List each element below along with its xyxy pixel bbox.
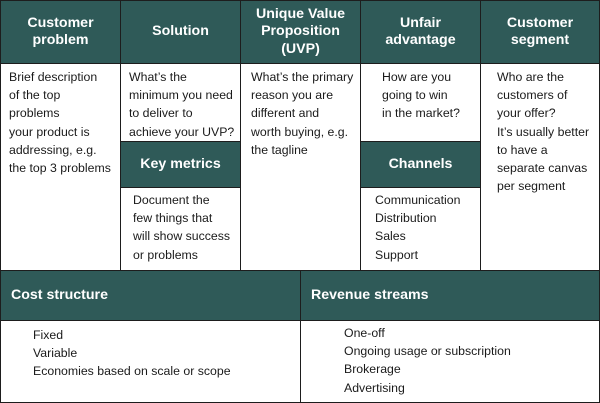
key-metrics-title: Key metrics [140, 155, 221, 172]
key-metrics-box: Document the few things that will show s… [120, 187, 241, 271]
customer-segment-header: Customer segment [480, 0, 600, 64]
channels-item: Support [375, 247, 419, 262]
solution-title: Solution [152, 23, 209, 40]
customer-segment-box: Who are the customers of your offer? It’… [480, 63, 600, 271]
key-metrics-header: Key metrics [120, 141, 241, 188]
channels-header: Channels [360, 141, 481, 188]
cost-structure-item: Economies based on scale or scope [33, 364, 231, 379]
unfair-advantage-title: Unfair advantage [385, 14, 456, 48]
uvp-title: Unique Value Proposition (UVP) [255, 6, 346, 57]
unfair-advantage-box: How are you going to win in the market? [360, 63, 481, 142]
revenue-streams-item: Ongoing usage or subscription [344, 344, 511, 359]
revenue-streams-item: One-off [344, 326, 385, 340]
customer-problem-header: Customer problem [0, 0, 121, 64]
solution-text: What’s the minimum you need to deliver t… [129, 70, 235, 139]
key-metrics-text: Document the few things that will show s… [133, 193, 231, 262]
customer-segment-title: Customer segment [506, 14, 574, 48]
customer-problem-text: Brief description of the top problems yo… [9, 70, 111, 175]
revenue-streams-list: One-off Ongoing usage or subscription Br… [344, 324, 595, 397]
cost-structure-item: Variable [33, 346, 78, 361]
customer-problem-title: Customer problem [27, 14, 94, 48]
revenue-streams-item: Brokerage [344, 362, 401, 377]
uvp-header: Unique Value Proposition (UVP) [240, 0, 361, 64]
revenue-streams-title: Revenue streams [311, 286, 429, 303]
uvp-box: What’s the primary reason you are differ… [240, 63, 361, 271]
revenue-streams-header: Revenue streams [300, 270, 600, 321]
customer-segment-text: Who are the customers of your offer? It’… [497, 70, 590, 194]
solution-header: Solution [120, 0, 241, 64]
channels-item: Sales [375, 229, 406, 244]
revenue-streams-item: Advertising [344, 380, 405, 395]
revenue-streams-box: One-off Ongoing usage or subscription Br… [300, 320, 600, 403]
unfair-advantage-header: Unfair advantage [360, 0, 481, 64]
cost-structure-item: Fixed [33, 328, 64, 342]
solution-box: What’s the minimum you need to deliver t… [120, 63, 241, 142]
uvp-text: What’s the primary reason you are differ… [251, 70, 354, 157]
channels-item: Distribution [375, 211, 437, 226]
channels-box: Communication Distribution Sales Support [360, 187, 481, 271]
cost-structure-header: Cost structure [0, 270, 301, 321]
channels-list: Communication Distribution Sales Support [375, 191, 476, 264]
cost-structure-title: Cost structure [11, 286, 108, 303]
channels-title: Channels [388, 155, 453, 172]
channels-item: Communication [375, 193, 461, 207]
unfair-advantage-text: How are you going to win in the market? [382, 70, 460, 121]
cost-structure-box: Fixed Variable Economies based on scale … [0, 320, 301, 403]
customer-problem-box: Brief description of the top problems yo… [0, 63, 121, 271]
cost-structure-list: Fixed Variable Economies based on scale … [33, 326, 296, 381]
